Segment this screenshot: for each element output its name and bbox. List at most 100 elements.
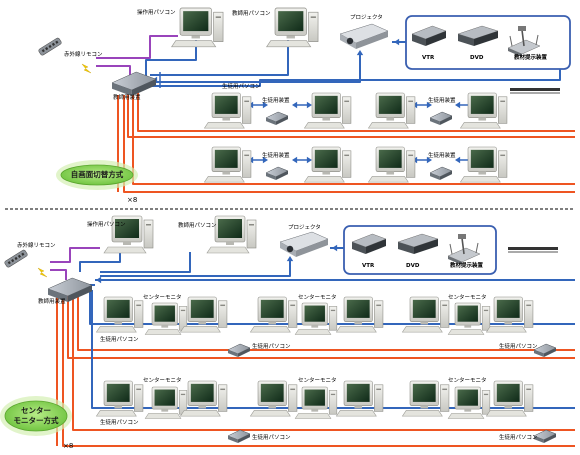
bottom-student-pc-7-stand — [114, 405, 123, 409]
bottom-student-device-3-side — [228, 435, 238, 443]
top-student-pc-4-stand — [478, 117, 487, 121]
top-student-pc-6 — [303, 146, 352, 183]
bottom-remote-button — [7, 261, 11, 265]
top-student-device-3-top — [265, 166, 289, 178]
top-teacher-pc-tower — [308, 11, 319, 42]
bottom-center-monitor-4-drive — [180, 393, 186, 396]
bottom-remote-button — [14, 256, 18, 261]
top-student-pc-1-tower — [242, 96, 252, 124]
bottom-student-device-2-front — [543, 347, 556, 357]
bottom-center-monitor-6-tower — [481, 390, 491, 415]
bottom-student-pc-7-tower — [134, 384, 144, 412]
bottom-presenter-lamp-2 — [475, 242, 479, 254]
bottom-operator-pc-drive — [146, 224, 151, 226]
top-projector-front — [356, 31, 388, 49]
bottom-student-pc-2-drive — [220, 304, 226, 307]
top-student-pc-3-stand — [386, 117, 395, 121]
bottom-center-monitor-2-keyboard — [294, 329, 332, 335]
top-teacher-device-top — [111, 71, 157, 91]
bottom-student-pc-1-screen — [106, 299, 130, 318]
bottom-remote-button — [11, 258, 15, 263]
bottom-center-monitor-3-stand — [464, 325, 472, 328]
bottom-student-device-1-side — [228, 349, 238, 357]
top-student-pc-6-keyboard — [303, 176, 345, 183]
bottom-student-pc-2-tower — [218, 300, 228, 328]
bottom-presenter — [447, 234, 481, 265]
bottom-center-monitor-1-drive — [180, 309, 186, 312]
bottom-teacher-pc-keyboard — [206, 246, 250, 254]
bottom-remote-button — [17, 254, 22, 258]
top-operator-pc-tower — [213, 11, 224, 42]
bottom-student-pc-12-stand — [504, 405, 513, 409]
top-red-row-1 — [127, 92, 575, 138]
top-arrow-row2-right-head-right — [306, 156, 312, 164]
top-arrow-row2-left-2-head-right — [426, 156, 432, 164]
bottom-student-pc-5-keyboard — [401, 326, 443, 333]
bottom-gray-bars-light — [508, 251, 558, 253]
bottom-center-monitor-1-screen — [154, 305, 175, 322]
top-student-pc-2-screen — [314, 95, 338, 114]
bottom-student-pc-1 — [95, 296, 144, 333]
top-arrow-row2-left-head-right — [262, 156, 268, 164]
top-student-pc-3-drive — [408, 100, 414, 103]
bottom-remote-signal — [37, 267, 48, 278]
bottom-projector-lens — [286, 245, 294, 253]
bottom-student-pc-3-stand — [268, 321, 277, 325]
top-student-pc-8-tower — [498, 150, 508, 178]
top-student-pc-1-keyboard — [203, 122, 245, 129]
bottom-red-row-1-top — [77, 293, 575, 351]
top-projector — [339, 23, 389, 49]
top-student-pc-1 — [203, 92, 252, 129]
bottom-center-monitor-6-stand — [464, 409, 472, 412]
bottom-student-pc-10-stand — [354, 405, 363, 409]
bottom-student-pc-6 — [485, 296, 534, 333]
bottom-blue-main-arrow — [96, 276, 102, 284]
bottom-student-pc-3-keyboard — [249, 326, 291, 333]
bottom-student-device-2-side — [534, 349, 544, 357]
bottom-dvd — [397, 233, 439, 254]
top-arrow-row1-right-2-head-left — [455, 101, 461, 109]
bottom-blue-operator — [79, 252, 121, 272]
bottom-operator-pc-stand — [123, 242, 131, 245]
bottom-student-device-4-top — [533, 429, 557, 441]
top-student-pc-5 — [203, 146, 252, 183]
top-student-pc-6-stand — [322, 171, 331, 175]
bottom-student-pc-12 — [485, 380, 534, 417]
bottom-blue-monitor-row-2 — [91, 290, 575, 409]
top-arrow-row1-right-head-left — [292, 101, 298, 109]
bottom-student-pc-8-tower — [218, 384, 228, 412]
top-remote-button — [45, 46, 49, 51]
bottom-student-pc-10-keyboard — [335, 410, 377, 417]
bottom-center-monitor-label-6: センターモニタ — [448, 378, 487, 384]
bottom-vtr-side — [352, 242, 366, 254]
bottom-teacher-device — [47, 277, 93, 302]
top-student-pc-7-drive — [408, 154, 414, 157]
bottom-center-monitor-label-4: センターモニタ — [143, 378, 182, 384]
bottom-student-pc-6-keyboard — [485, 326, 527, 333]
bottom-teacher-pc-screen — [218, 219, 242, 238]
bottom-student-pc-4-stand — [354, 321, 363, 325]
top-blue-av-return — [150, 69, 561, 87]
bottom-student-pc-11-tower — [440, 384, 450, 412]
bottom-dvd-front — [414, 239, 438, 254]
top-vtr-label: VTR — [422, 55, 435, 61]
top-student-device-3 — [265, 166, 289, 180]
top-student-pc-2 — [303, 92, 352, 129]
top-student-device-4-top — [429, 166, 453, 178]
top-student-device-label-2: 生徒用装置 — [428, 98, 456, 104]
top-student-pc-8 — [459, 146, 508, 183]
top-student-pc-5-drive — [244, 154, 250, 157]
top-remote-button — [55, 40, 59, 44]
bottom-student-pc-1-keyboard — [95, 326, 137, 333]
bottom-remote — [4, 249, 28, 268]
top-teacher-pc — [266, 7, 319, 48]
bottom-center-monitor-3-keyboard — [447, 329, 485, 335]
bottom-student-pc-2 — [179, 296, 228, 333]
bottom-center-monitor-6-screen — [457, 389, 478, 406]
bottom-student-device-1-front — [237, 347, 250, 357]
bottom-student-pc-7-screen — [106, 383, 130, 402]
top-blue-av-arrow — [394, 38, 400, 46]
top-student-pc-3-keyboard — [367, 122, 409, 129]
bottom-student-pc-12-tower — [524, 384, 534, 412]
bottom-student-pc-8 — [179, 380, 228, 417]
